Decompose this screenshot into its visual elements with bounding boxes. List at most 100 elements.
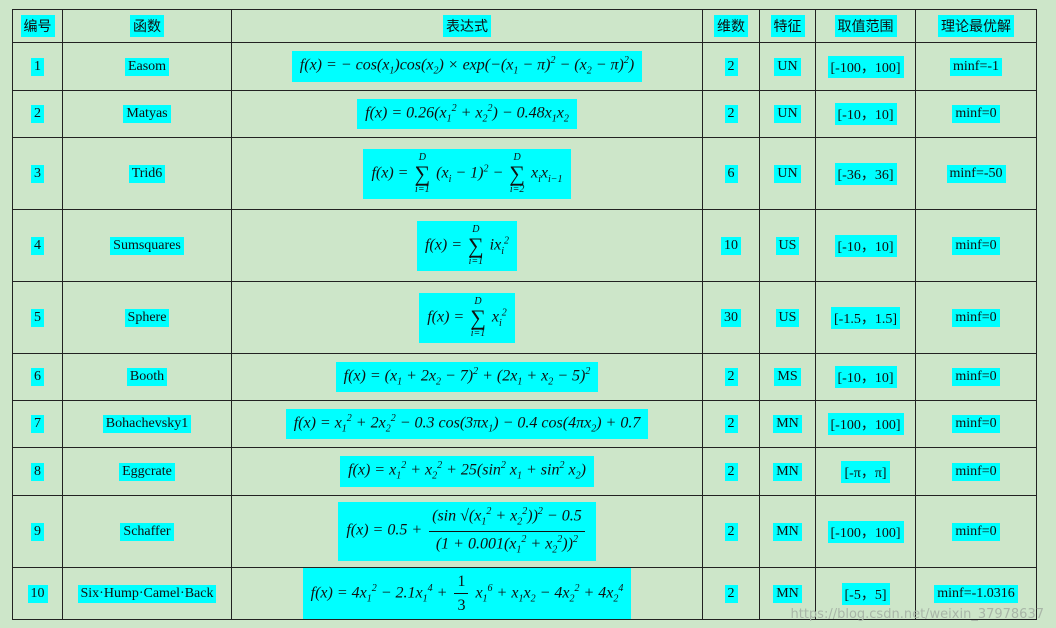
function-expression: f(x) = D∑i=1 ixi2 [231, 209, 703, 282]
function-name: Eggcrate [62, 447, 232, 496]
dimension: 2 [702, 566, 760, 621]
header-name: 函数 [62, 9, 232, 43]
range: [-100，100] [815, 42, 916, 91]
function-expression: f(x) = (x1 + 2x2 − 7)2 + (2x1 + x2 − 5)2 [231, 353, 703, 401]
formula-eggcrate: f(x) = x12 + x22 + 25(sin2 x1 + sin2 x2) [340, 456, 594, 487]
function-expression: f(x) = x12 + 2x22 − 0.3 cos(3πx1) − 0.4 … [231, 400, 703, 448]
dimension: 30 [702, 281, 760, 354]
function-name: Six·Hump·Camel·Back [62, 566, 232, 621]
feature: MS [759, 353, 816, 401]
table-row: 10 Six·Hump·Camel·Back f(x) = 4x12 − 2.1… [12, 566, 1037, 621]
watermark-url: https://blog.csdn.net/weixin_37978637 [790, 607, 1044, 622]
row-id: 8 [12, 447, 63, 496]
dimension: 2 [702, 447, 760, 496]
row-id: 3 [12, 137, 63, 210]
benchmark-function-table: 编号 函数 表达式 维数 特征 取值范围 理论最优解 1 Easom f(x) … [12, 9, 1037, 621]
dimension: 2 [702, 495, 760, 568]
optimum: minf=0 [915, 90, 1037, 138]
function-name: Sphere [62, 281, 232, 354]
formula-bohachevsky1: f(x) = x12 + 2x22 − 0.3 cos(3πx1) − 0.4 … [285, 408, 649, 440]
function-name: Matyas [62, 90, 232, 138]
row-id: 10 [12, 566, 63, 621]
range: [-100，100] [815, 495, 916, 568]
formula-matyas: f(x) = 0.26(x12 + x22) − 0.48x1x2 [357, 98, 577, 130]
table-row: 4 Sumsquares f(x) = D∑i=1 ixi2 10 US [-1… [12, 209, 1037, 282]
feature: US [759, 281, 816, 354]
feature: MN [759, 566, 816, 621]
formula-schaffer: f(x) = 0.5 + (sin √(x12 + x22))2 − 0.5(1… [338, 502, 596, 561]
dimension: 10 [702, 209, 760, 282]
function-expression: f(x) = D∑i=1 xi2 [231, 281, 703, 354]
function-expression: f(x) = x12 + x22 + 25(sin2 x1 + sin2 x2) [231, 447, 703, 496]
formula-sumsquares: f(x) = D∑i=1 ixi2 [416, 220, 517, 271]
row-id: 9 [12, 495, 63, 568]
function-name: Schaffer [62, 495, 232, 568]
range: [-π，π] [815, 447, 916, 496]
table-row: 5 Sphere f(x) = D∑i=1 xi2 30 US [-1.5，1.… [12, 281, 1037, 354]
table-row: 3 Trid6 f(x) = D∑i=1 (xi − 1)2 − D∑i=2 x… [12, 137, 1037, 210]
feature: MN [759, 495, 816, 568]
function-name: Sumsquares [62, 209, 232, 282]
function-name: Bohachevsky1 [62, 400, 232, 448]
header-feature: 特征 [759, 9, 816, 43]
table-row: 8 Eggcrate f(x) = x12 + x22 + 25(sin2 x1… [12, 447, 1037, 496]
feature: MN [759, 447, 816, 496]
header-range: 取值范围 [815, 9, 916, 43]
range: [-10，10] [815, 353, 916, 401]
row-id: 5 [12, 281, 63, 354]
range: [-100，100] [815, 400, 916, 448]
dimension: 2 [702, 90, 760, 138]
range: [-36，36] [815, 137, 916, 210]
dimension: 2 [702, 353, 760, 401]
optimum: minf=0 [915, 400, 1037, 448]
function-name: Booth [62, 353, 232, 401]
table-row: 9 Schaffer f(x) = 0.5 + (sin √(x12 + x22… [12, 495, 1037, 568]
feature: US [759, 209, 816, 282]
header-id: 编号 [12, 9, 63, 43]
header-expression: 表达式 [231, 9, 703, 43]
optimum: minf=-50 [915, 137, 1037, 210]
row-id: 2 [12, 90, 63, 138]
row-id: 1 [12, 42, 63, 91]
optimum: minf=0 [915, 353, 1037, 401]
formula-booth: f(x) = (x1 + 2x2 − 7)2 + (2x1 + x2 − 5)2 [335, 361, 599, 393]
dimension: 2 [702, 42, 760, 91]
optimum: minf=0 [915, 281, 1037, 354]
table-row: 7 Bohachevsky1 f(x) = x12 + 2x22 − 0.3 c… [12, 400, 1037, 448]
feature: MN [759, 400, 816, 448]
table-row: 1 Easom f(x) = − cos(x1)cos(x2) × exp(−(… [12, 42, 1037, 91]
function-name: Easom [62, 42, 232, 91]
range: [-5，5] [815, 566, 916, 621]
table-row: 6 Booth f(x) = (x1 + 2x2 − 7)2 + (2x1 + … [12, 353, 1037, 401]
feature: UN [759, 137, 816, 210]
table-row: 2 Matyas f(x) = 0.26(x12 + x22) − 0.48x1… [12, 90, 1037, 138]
formula-trid6: f(x) = D∑i=1 (xi − 1)2 − D∑i=2 xixi−1 [363, 148, 571, 199]
row-id: 7 [12, 400, 63, 448]
optimum: minf=0 [915, 209, 1037, 282]
table-header-row: 编号 函数 表达式 维数 特征 取值范围 理论最优解 [12, 9, 1037, 43]
formula-sphere: f(x) = D∑i=1 xi2 [419, 292, 515, 343]
function-expression: f(x) = 0.26(x12 + x22) − 0.48x1x2 [231, 90, 703, 138]
row-id: 4 [12, 209, 63, 282]
function-expression: f(x) = 0.5 + (sin √(x12 + x22))2 − 0.5(1… [231, 495, 703, 568]
function-expression: f(x) = D∑i=1 (xi − 1)2 − D∑i=2 xixi−1 [231, 137, 703, 210]
feature: UN [759, 42, 816, 91]
feature: UN [759, 90, 816, 138]
range: [-10，10] [815, 209, 916, 282]
function-expression: f(x) = − cos(x1)cos(x2) × exp(−(x1 − π)2… [231, 42, 703, 91]
optimum: minf=-1 [915, 42, 1037, 91]
formula-easom: f(x) = − cos(x1)cos(x2) × exp(−(x1 − π)2… [291, 51, 643, 82]
function-name: Trid6 [62, 137, 232, 210]
range: [-1.5，1.5] [815, 281, 916, 354]
dimension: 2 [702, 400, 760, 448]
range: [-10，10] [815, 90, 916, 138]
optimum: minf=0 [915, 495, 1037, 568]
optimum: minf=0 [915, 447, 1037, 496]
header-dimension: 维数 [702, 9, 760, 43]
optimum: minf=-1.0316 [915, 566, 1037, 621]
header-optimum: 理论最优解 [915, 9, 1037, 43]
dimension: 6 [702, 137, 760, 210]
row-id: 6 [12, 353, 63, 401]
